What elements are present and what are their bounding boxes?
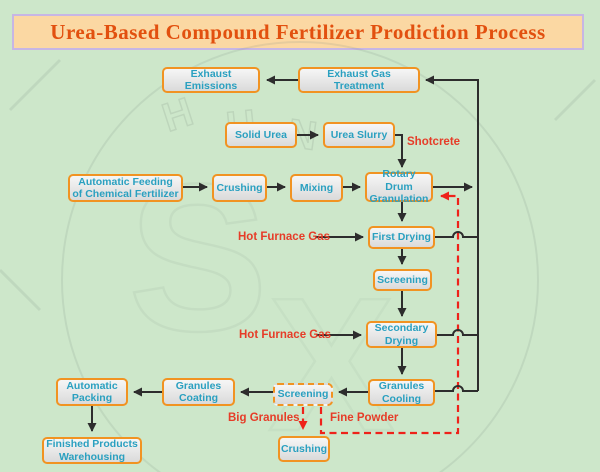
wire-fine-powder-recycle — [319, 191, 460, 435]
wire-collector-to-egt — [425, 75, 479, 391]
wire-cooling-to-collector — [435, 385, 478, 392]
label-hot-furnace-gas-2: Hot Furnace Gas — [239, 329, 332, 341]
label-shotcrete: Shotcrete — [407, 136, 461, 148]
wire-secondary-to-collector — [437, 329, 478, 336]
node-granules-cooling: Granules Cooling — [368, 379, 435, 406]
node-automatic-packing: Automatic Packing — [56, 378, 128, 406]
node-exhaust-emissions: Exhaust Emissions — [162, 67, 260, 93]
node-solid-urea: Solid Urea — [225, 122, 297, 148]
node-finished-products-warehousing: Finished Products Warehousing — [42, 437, 142, 464]
wire-slurry-to-rotary — [395, 134, 407, 168]
node-urea-slurry: Urea Slurry — [323, 122, 395, 148]
node-screening-1: Screening — [373, 269, 432, 291]
node-crushing-1: Crushing — [212, 174, 267, 202]
node-crushing-2: Crushing — [278, 436, 330, 462]
title-banner: Urea-Based Compound Fertilizer Prodictio… — [12, 14, 584, 50]
label-hot-furnace-gas-1: Hot Furnace Gas — [238, 231, 331, 243]
node-rotary-drum: Rotary Drum Granulation — [365, 168, 433, 205]
node-secondary-drying: Secondary Drying — [366, 321, 437, 348]
node-automatic-feeding: Automatic Feeding of Chemical Fertilizer — [68, 174, 183, 202]
wire-firstdrying-to-collector — [435, 231, 478, 238]
page-title: Urea-Based Compound Fertilizer Prodictio… — [50, 19, 546, 44]
node-granules-coating: Granules Coating — [162, 378, 235, 406]
label-fine-powder: Fine Powder — [330, 412, 399, 424]
node-mixing: Mixing — [290, 174, 343, 202]
node-exhaust-gas-treatment: Exhaust Gas Treatment — [298, 67, 420, 93]
node-screening-2: Screening — [273, 383, 333, 406]
node-first-drying: First Drying — [368, 226, 435, 249]
label-big-granules: Big Granules — [228, 412, 300, 424]
